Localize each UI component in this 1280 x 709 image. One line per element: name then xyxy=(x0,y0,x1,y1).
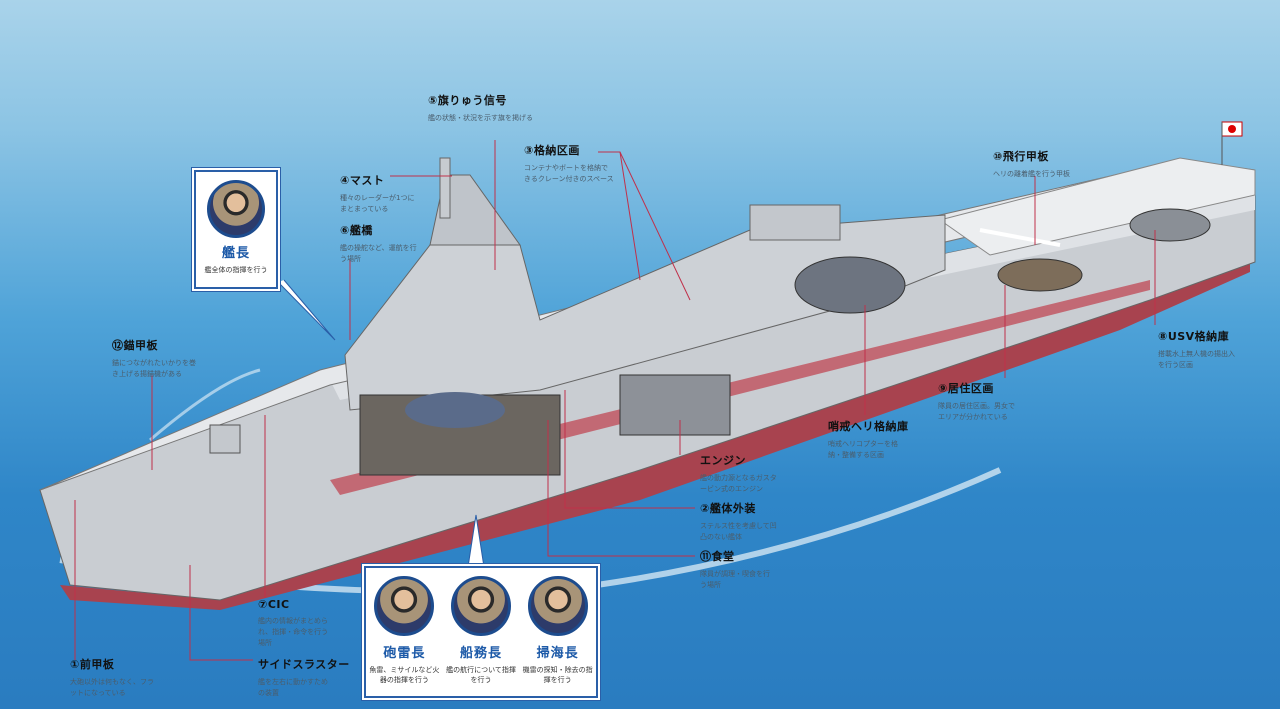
captain-card: 艦長 艦全体の指揮を行う xyxy=(194,170,278,289)
label-foredeck: ①前甲板 大砲以外は何もなく、フラットになっている xyxy=(70,656,160,699)
label-desc: ステルス性を考慮して凹凸のない艦体 xyxy=(700,522,777,541)
label-flight-deck: ⑩飛行甲板 ヘリの離着艦を行う甲板 xyxy=(993,148,1103,180)
label-engine: エンジン 艦の動力源となるガスタービン式のエンジン xyxy=(700,452,780,495)
officer-desc: 魚雷、ミサイルなど火器の指揮を行う xyxy=(369,666,440,684)
label-storage: ③格納区画 コンテナやボートを格納できるクレーン付きのスペース xyxy=(524,142,614,185)
officer-desc: 艦の航行について指揮を行う xyxy=(446,666,516,684)
label-title: ①前甲板 xyxy=(70,658,115,671)
leader-lines xyxy=(74,140,1156,661)
officer-role: 船務長 xyxy=(459,646,502,661)
label-title: ⑩飛行甲板 xyxy=(993,150,1049,163)
label-title: ⑨居住区画 xyxy=(938,382,994,395)
label-desc: 隊員が調理・喫食を行う場所 xyxy=(700,570,770,589)
label-title: ⑤旗りゅう信号 xyxy=(428,94,507,107)
label-title: サイドスラスター xyxy=(258,658,350,671)
label-title: ②艦体外装 xyxy=(700,502,756,515)
label-desc: 搭載水上無人機の揚出入を行う区画 xyxy=(1158,350,1235,369)
label-title: ⑫錨甲板 xyxy=(112,339,158,352)
label-flag-signal: ⑤旗りゅう信号 艦の状態・状況を示す旗を掲げる xyxy=(428,92,548,124)
label-desc: 哨戒ヘリコプターを格納・整備する区画 xyxy=(828,440,898,459)
label-title: ③格納区画 xyxy=(524,144,580,157)
label-desc: ヘリの離着艦を行う甲板 xyxy=(993,170,1070,178)
label-desc: 艦を左右に動かすための装置 xyxy=(258,678,328,697)
captain-photo xyxy=(207,180,265,238)
captain-pointer xyxy=(277,279,336,341)
label-usv-hangar: ⑧USV格納庫 搭載水上無人機の揚出入を行う区画 xyxy=(1158,328,1240,371)
label-desc: 艦の操舵など、運航を行う場所 xyxy=(340,244,417,263)
label-title: ⑧USV格納庫 xyxy=(1158,330,1230,343)
label-bridge: ⑥艦橋 艦の操舵など、運航を行う場所 xyxy=(340,222,420,265)
label-hull: ②艦体外装 ステルス性を考慮して凹凸のない艦体 xyxy=(700,500,778,543)
label-title: エンジン xyxy=(700,454,746,467)
officer-desc: 機雷の探知・除去の指揮を行う xyxy=(522,666,593,684)
officer-1: 砲雷長 魚雷、ミサイルなど火器の指揮を行う xyxy=(367,568,441,696)
label-desc: コンテナやボートを格納できるクレーン付きのスペース xyxy=(524,164,614,183)
heli-hangar-cutaway xyxy=(794,256,906,314)
label-desc: 大砲以外は何もなく、フラットになっている xyxy=(70,678,154,697)
label-desc: 艦の状態・状況を示す旗を掲げる xyxy=(428,114,533,122)
label-title: ⑦CIC xyxy=(258,598,290,611)
label-anchor-deck: ⑫錨甲板 錨につながれたいかりを巻き上げる揚錨機がある xyxy=(112,337,197,380)
captain-role: 艦長 xyxy=(221,246,250,261)
label-title: 哨戒ヘリ格納庫 xyxy=(828,420,909,433)
officer-2: 船務長 艦の航行について指揮を行う xyxy=(444,568,518,696)
label-mess: ⑪食堂 隊員が調理・喫食を行う場所 xyxy=(700,548,776,591)
label-heli-hangar: 哨戒ヘリ格納庫 哨戒ヘリコプターを格納・整備する区画 xyxy=(828,418,910,461)
officer-photo xyxy=(527,576,588,636)
captain-desc: 艦全体の指揮を行う xyxy=(204,266,268,274)
flight-deck-shape xyxy=(938,157,1256,256)
label-cic: ⑦CIC 艦内の情報がまとめられ、指揮・命令を行う場所 xyxy=(258,598,330,649)
officer-photo xyxy=(450,576,511,636)
officer-3: 掃海長 機雷の探知・除去の指揮を行う xyxy=(521,568,595,696)
label-desc: 隊員の居住区画。男女でエリアが分かれている xyxy=(938,402,1015,421)
label-desc: 錨につながれたいかりを巻き上げる揚錨機がある xyxy=(112,359,196,378)
label-mast: ④マスト 種々のレーダーが1つにまとまっている xyxy=(340,172,420,215)
label-living: ⑨居住区画 隊員の居住区画。男女でエリアが分かれている xyxy=(938,380,1020,423)
label-desc: 艦の動力源となるガスタービン式のエンジン xyxy=(700,474,777,493)
label-title: ④マスト xyxy=(340,174,385,187)
label-title: ⑪食堂 xyxy=(700,550,735,563)
label-desc: 種々のレーダーが1つにまとまっている xyxy=(340,194,415,213)
crew-pointer xyxy=(467,514,485,568)
label-title: ⑥艦橋 xyxy=(340,224,373,237)
label-desc: 艦内の情報がまとめられ、指揮・命令を行う場所 xyxy=(258,617,329,647)
officer-role: 砲雷長 xyxy=(383,646,426,661)
label-thruster: サイドスラスター 艦を左右に動かすための装置 xyxy=(258,656,350,699)
officer-photo xyxy=(374,576,435,636)
officer-role: 掃海長 xyxy=(536,646,579,661)
officers-card: 砲雷長 魚雷、ミサイルなど火器の指揮を行う 船務長 艦の航行について指揮を行う … xyxy=(364,566,598,698)
